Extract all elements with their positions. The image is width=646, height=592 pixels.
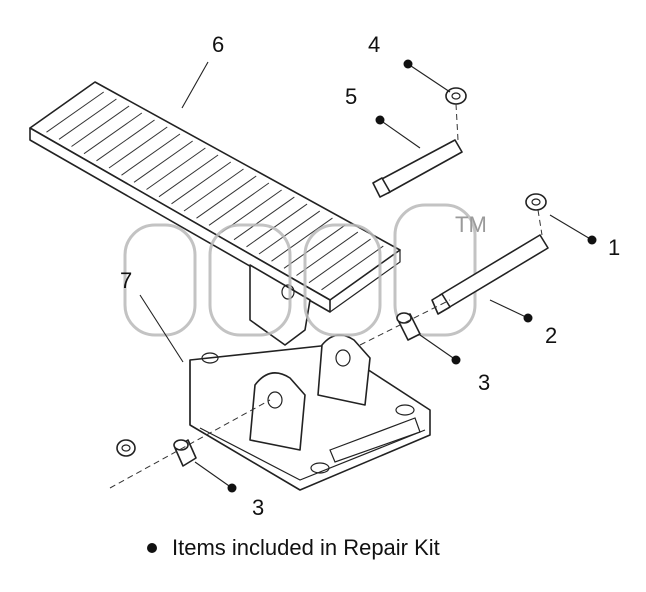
pedal-tread-ridge (108, 126, 168, 169)
pedal-tread-ridge (258, 210, 321, 255)
watermark-trademark: TM (455, 212, 487, 237)
pedal-tread-ridge (271, 217, 333, 262)
legend-dot (147, 543, 157, 553)
pedal-tread-ridge (208, 182, 270, 226)
kit-dot-3-right (451, 355, 461, 365)
pedal-tread-ridge (133, 140, 193, 183)
bushing-left (173, 439, 197, 467)
retainer-right (525, 193, 547, 211)
callout-6: 6 (212, 32, 224, 57)
pedal-tread-ridge (83, 112, 143, 155)
pedal-tread-ridge (233, 196, 295, 241)
callout-4: 4 (368, 32, 380, 57)
watermark-logo: TM (123, 203, 487, 337)
kit-dot-4 (403, 59, 413, 69)
legend-text: Items included in Repair Kit (172, 535, 440, 560)
kit-dot-1 (587, 235, 597, 245)
callout-2: 2 (545, 323, 557, 348)
pedal-tread-ridge (158, 154, 219, 198)
pedal (29, 81, 401, 346)
pedal-tread-ridge (146, 147, 206, 190)
pedal-tread-ridge (246, 203, 308, 248)
callout-3-left: 3 (252, 495, 264, 520)
pedal-tread-ridge (96, 119, 155, 162)
pedal-tread-ridge (196, 175, 257, 219)
pedal-tread-ridge (321, 245, 384, 291)
callout-7: 7 (120, 268, 132, 293)
pedal-tread-ridge (283, 224, 346, 269)
legend: Items included in Repair Kit (147, 535, 440, 560)
pin-long (431, 234, 549, 315)
pedal-tread-ridge (121, 133, 181, 176)
pedal-tread-ridge (46, 91, 104, 133)
retainer-left (116, 439, 136, 457)
pedal-tread-ridge (71, 105, 130, 147)
pedal-tread-ridge (296, 231, 359, 276)
retainer-top (445, 87, 467, 105)
pedal-tread-ridge (308, 238, 371, 284)
callout-3-right: 3 (478, 370, 490, 395)
kit-dot-5 (375, 115, 385, 125)
pedal-tread-ridge (183, 168, 244, 212)
pedal-tread-ridge (58, 98, 117, 140)
callout-1: 1 (608, 235, 620, 260)
base-bracket (189, 334, 431, 491)
kit-dot-3-left (227, 483, 237, 493)
bushing-right (396, 312, 421, 341)
kit-dot-2 (523, 313, 533, 323)
pedal-tread-ridge (171, 161, 232, 205)
pin-short (372, 139, 463, 198)
callout-5: 5 (345, 84, 357, 109)
